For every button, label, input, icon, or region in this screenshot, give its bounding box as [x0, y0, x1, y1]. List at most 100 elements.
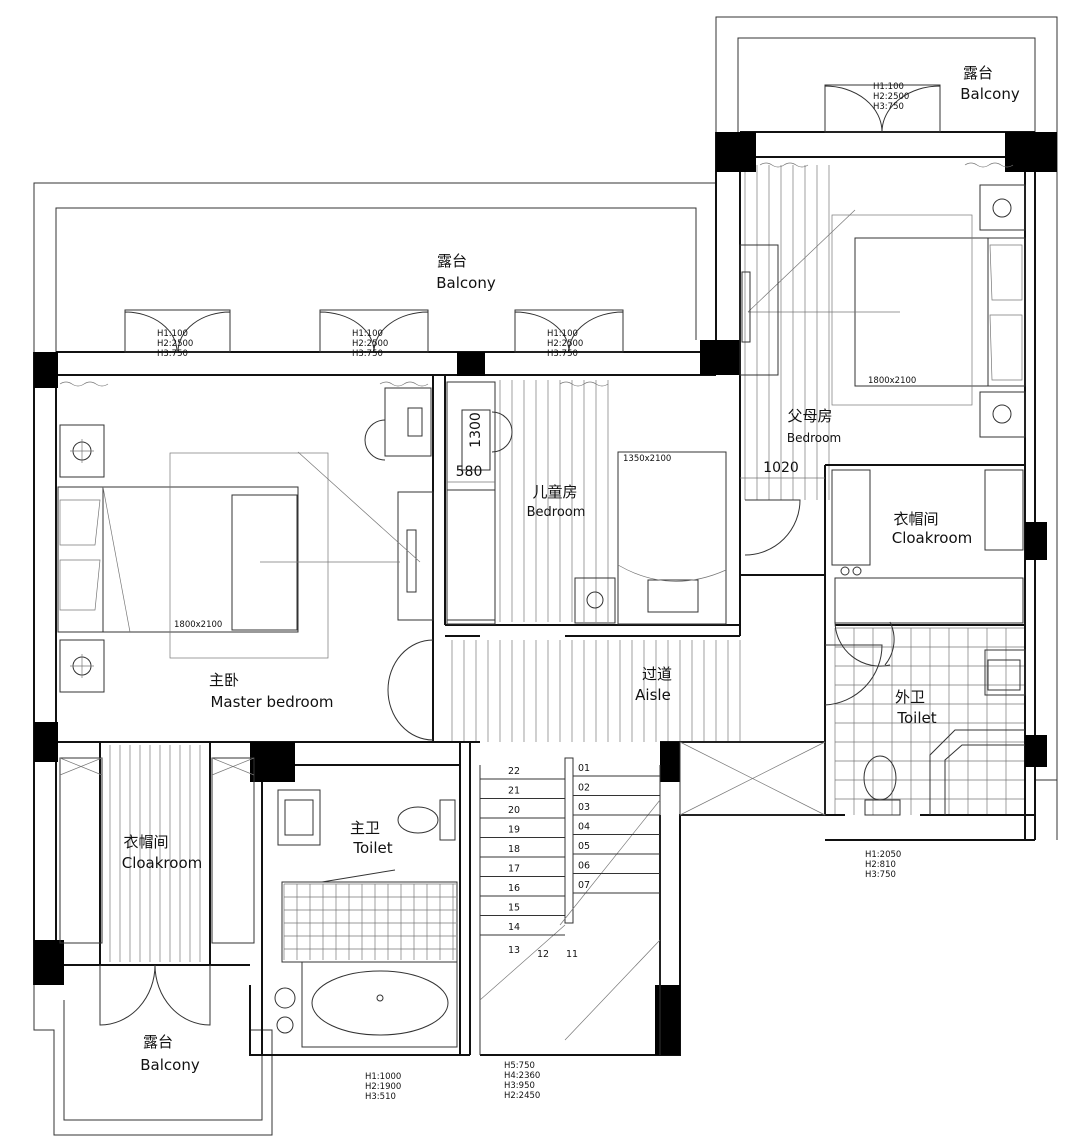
stair-step-number: 13	[508, 945, 520, 956]
children-wardrobe	[446, 381, 496, 625]
right-side-outline	[1035, 140, 1058, 840]
stair-step-number: 05	[578, 841, 590, 852]
stair-landing-number: 12	[537, 949, 549, 960]
label-children-room: 儿童房 Bedroom	[527, 483, 586, 520]
aisle-label-zh: 过道	[642, 665, 672, 683]
children-desk	[461, 409, 513, 471]
window-spec-top-right: H3:750	[873, 102, 904, 112]
master-toilet-fixtures	[274, 789, 458, 1048]
window-spec-top-right: H2:2500	[873, 92, 909, 102]
bed-size-parents: 1800x2100	[868, 376, 916, 386]
balcony-top-right-label-zh: 露台	[963, 64, 993, 82]
parents-bedroom-label-en: Bedroom	[787, 431, 841, 445]
parents-nightstands	[979, 184, 1026, 438]
window-spec-top-2: H2:2500	[352, 339, 388, 349]
balcony-top-right-label-en: Balcony	[960, 85, 1020, 103]
stair-landing-number: 11	[566, 949, 578, 960]
bed-size-children: 1350x2100	[623, 454, 671, 464]
master-tv-cabinet	[260, 451, 434, 621]
window-spec-top-1: H3:750	[157, 349, 188, 359]
cloakroom-left-floor-hatch	[109, 745, 201, 962]
stair-step-number: 15	[508, 903, 520, 914]
dimension-1300: 1300	[468, 412, 484, 448]
label-balcony-top: 露台 Balcony	[436, 252, 496, 292]
balcony-door-bottom-left	[99, 964, 211, 1026]
balcony-top-outline	[33, 182, 717, 352]
cloakroom-left-wardrobes	[59, 757, 255, 944]
master-door	[387, 639, 434, 741]
dimension-1020: 1020	[763, 460, 799, 476]
stair-step-number: 06	[578, 861, 590, 872]
exterior-walls	[33, 131, 1036, 1056]
balcony-bottom-left-outline	[33, 985, 273, 1136]
label-balcony-top-right: 露台 Balcony	[960, 64, 1020, 103]
label-balcony-bottom-left: 露台 Balcony	[140, 1033, 200, 1074]
window-spec-outer-toilet: H3:750	[865, 870, 896, 880]
master-toilet-label-en: Toilet	[352, 839, 392, 857]
label-outer-toilet: 外卫 Toilet	[895, 688, 937, 727]
window-spec-labels: H1:100H2:2500H3:750H1:100H2:2500H3:750H1…	[157, 82, 909, 1102]
aisle-floor-hatch	[451, 640, 741, 742]
bed-size-master: 1800x2100	[174, 620, 222, 630]
balcony-bottom-left-label-zh: 露台	[143, 1033, 173, 1051]
aisle-label-en: Aisle	[635, 686, 671, 704]
stair-step-number: 03	[578, 802, 590, 813]
structural-columns	[34, 132, 1057, 1055]
window-spec-top-3: H3:750	[547, 349, 578, 359]
window-spec-top-2: H1:100	[352, 329, 383, 339]
outer-toilet-label-en: Toilet	[896, 709, 936, 727]
balcony-top-label-zh: 露台	[437, 252, 467, 270]
cloakroom-left-label-en: Cloakroom	[122, 854, 203, 872]
children-bed	[617, 451, 727, 625]
aisle-cabinet	[679, 741, 826, 816]
cloakroom-right-label-zh: 衣帽间	[893, 510, 938, 528]
window-spec-top-3: H2:2500	[547, 339, 583, 349]
master-desk-chair	[364, 387, 432, 461]
master-bedroom-label-en: Master bedroom	[210, 693, 333, 711]
label-aisle: 过道 Aisle	[635, 665, 672, 704]
dimension-580: 580	[456, 464, 483, 480]
stair-step-number: 20	[508, 805, 520, 816]
stair-step-number: 01	[578, 763, 590, 774]
stair-step-number: 21	[508, 786, 520, 797]
balcony-doors-top	[124, 309, 624, 353]
label-cloakroom-right: 衣帽间 Cloakroom	[892, 510, 973, 547]
parents-cloakroom-fittings	[831, 469, 1024, 667]
window-spec-stair: H4:2360	[504, 1071, 540, 1081]
stair-step-number: 07	[578, 880, 590, 891]
children-door	[744, 499, 801, 556]
master-nightstands	[59, 424, 105, 693]
children-room-floor-hatch	[499, 380, 609, 622]
window-spec-stair: H5:750	[504, 1061, 535, 1071]
cloakroom-right-label-en: Cloakroom	[892, 529, 973, 547]
window-spec-stair: H3:950	[504, 1081, 535, 1091]
balcony-top-right-outline	[715, 16, 1058, 140]
label-cloakroom-left: 衣帽间 Cloakroom	[122, 833, 203, 872]
stair-step-number: 14	[508, 922, 520, 933]
children-room-label-en: Bedroom	[527, 505, 586, 520]
parents-bed	[747, 209, 1026, 406]
master-bedroom-label-zh: 主卧	[209, 671, 239, 689]
master-toilet-label-zh: 主卫	[350, 819, 380, 837]
outer-toilet-fixtures	[824, 644, 1026, 816]
stair-step-number: 17	[508, 864, 520, 875]
balcony-bottom-left-label-en: Balcony	[140, 1056, 200, 1074]
children-room-label-zh: 儿童房	[532, 483, 577, 501]
children-nightstand	[574, 577, 616, 624]
label-master-toilet: 主卫 Toilet	[350, 819, 393, 857]
parents-tv-cabinet	[739, 244, 779, 376]
window-spec-top-right: H1:100	[873, 82, 904, 92]
staircase	[479, 757, 661, 1055]
stair-step-number: 04	[578, 822, 590, 833]
master-bed	[57, 452, 329, 659]
window-spec-top-1: H1:100	[157, 329, 188, 339]
window-spec-master-toilet: H3:510	[365, 1092, 396, 1102]
stair-step-number: 16	[508, 883, 520, 894]
window-spec-outer-toilet: H1:2050	[865, 850, 901, 860]
master-toilet-shower-tiles	[283, 883, 456, 960]
balcony-door-top-right	[824, 84, 941, 133]
label-parents-bedroom: 父母房 Bedroom	[787, 407, 841, 445]
balcony-top-label-en: Balcony	[436, 274, 496, 292]
